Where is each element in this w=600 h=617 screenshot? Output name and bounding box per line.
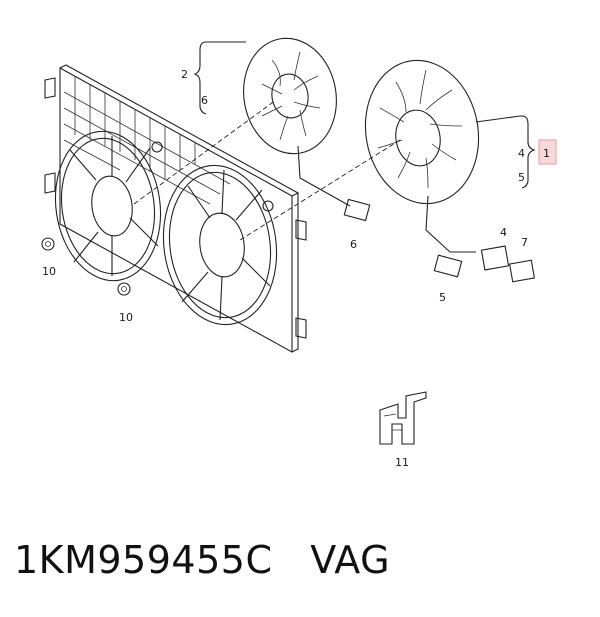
- callout-11: 11: [395, 456, 409, 469]
- bracket-part-1: [475, 115, 536, 189]
- nut-10-bottom: [117, 282, 131, 296]
- assembly-leader-lines: [133, 99, 401, 241]
- callout-1: 1: [543, 147, 550, 160]
- small-fan-motor: [243, 37, 351, 207]
- callout-10-bottom: 10: [119, 311, 133, 324]
- part-number-caption: 1KM959455C VAG: [14, 538, 390, 582]
- connector-6: [343, 198, 371, 222]
- clip-11: [379, 391, 427, 445]
- callout-7: 7: [521, 236, 528, 249]
- large-fan-motor: [364, 59, 480, 253]
- nut-10-left: [41, 237, 55, 251]
- callout-labels: 1 2 6 4 5 6 4 7 5 10 10 11: [42, 68, 550, 469]
- callout-2: 2: [181, 68, 188, 81]
- callout-5-connector: 5: [439, 291, 446, 304]
- fan-shroud-frame: [44, 64, 307, 353]
- callout-4-connector: 4: [500, 226, 507, 239]
- connector-5: [433, 254, 463, 278]
- callout-6-upper: 6: [201, 94, 208, 107]
- shroud-fan-ring-right: [162, 164, 278, 326]
- bracket-part-2: [193, 41, 246, 115]
- brand-name: VAG: [310, 538, 391, 582]
- connector-7: [508, 259, 536, 283]
- shroud-fan-ring-left: [54, 130, 162, 282]
- callout-5-bracket: 5: [518, 171, 525, 184]
- connector-4: [480, 245, 510, 271]
- highlight-box-1: [538, 139, 557, 165]
- part-number: 1KM959455C: [14, 538, 273, 582]
- callout-10-left: 10: [42, 265, 56, 278]
- callout-4-bracket: 4: [518, 147, 525, 160]
- callout-6-connector: 6: [350, 238, 357, 251]
